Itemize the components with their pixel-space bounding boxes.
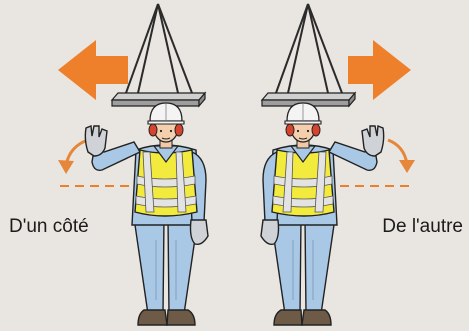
left-curved-arrowhead [58, 160, 74, 174]
left-signal-worker [85, 103, 208, 325]
left-suspended-load [112, 4, 205, 106]
arrow-left-icon [58, 40, 128, 100]
right-curved-arrowhead [399, 160, 415, 173]
caption-left: D'un côté [9, 217, 89, 236]
caption-right: De l'autre [382, 217, 463, 236]
right-signal-worker [261, 103, 384, 325]
arrow-right-icon [348, 40, 411, 100]
right-suspended-load [262, 4, 355, 106]
